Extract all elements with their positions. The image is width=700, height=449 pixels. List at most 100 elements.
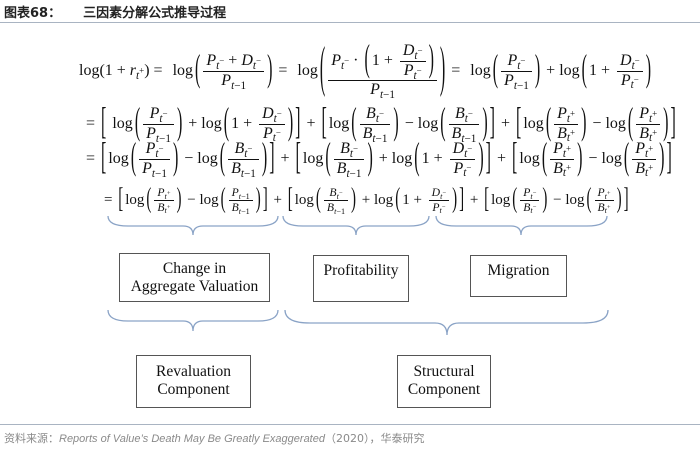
fraction-bar [359, 123, 391, 125]
bracket-body: Pt+Bt+ [593, 186, 616, 216]
numerator: Bt− [326, 186, 345, 200]
header-rule [0, 22, 700, 23]
math-text: Pt− [403, 61, 422, 82]
math-text: + [493, 150, 511, 167]
right-paren: ) [478, 137, 484, 178]
math-text: + [466, 191, 483, 208]
fraction: Dt−Pt− [399, 42, 426, 82]
fraction: Dt−Pt− [259, 105, 285, 144]
fraction: Bt−Bt−1 [323, 186, 349, 215]
right-bracket: ] [670, 102, 676, 143]
brace-profitability [282, 215, 430, 236]
fraction: Pt− + Dt−Pt−1 [203, 52, 265, 91]
math-text: Pt−1 [142, 159, 167, 180]
math-text: Bt−1 [231, 200, 250, 216]
left-paren: ( [364, 39, 370, 81]
structural-component-box: Structural Component [397, 355, 491, 408]
brace-revaluation [107, 309, 279, 332]
box-label: Change in [162, 260, 227, 277]
bracket-body: Bt−Bt−1 [322, 186, 350, 215]
denominator: Pt− [451, 160, 475, 180]
brace-structural [284, 309, 609, 336]
bracket-group: (1 + Dt−Pt−) [581, 51, 652, 91]
math-text: log [293, 62, 318, 79]
right-paren: ) [287, 102, 294, 143]
bracket-group: [log(Pt−Bt−) − log(Pt+Bt+)] [483, 185, 630, 216]
math-text: Bt− [523, 200, 537, 216]
numerator: Dt− [617, 52, 643, 72]
math-text: Pt− [507, 52, 526, 73]
numerator: Dt− [429, 186, 449, 200]
math-text: Pt− · [331, 52, 363, 72]
bracket-body: Bt−Bt−1 [226, 140, 261, 180]
denominator: Bt−1 [229, 200, 253, 216]
bracket-body: log(Pt−Bt−) − log(Pt+Bt+) [490, 185, 623, 216]
math-text: − log [584, 150, 622, 167]
box-label: Migration [487, 262, 550, 279]
math-text: Pt−1 [370, 81, 395, 102]
math-text: Pt+ [553, 140, 572, 161]
source-label: 资料来源： [4, 432, 59, 445]
fraction-bar [617, 70, 643, 72]
math-text: Bt+ [157, 200, 171, 216]
math-text: Bt+ [557, 124, 576, 145]
equation-line-1: log(1 + rt+) = log(Pt− + Dt−Pt−1) = log(… [78, 36, 652, 106]
right-bracket: ] [295, 102, 301, 143]
numerator: Pt+ [632, 140, 656, 161]
fraction: Pt−Pt−1 [139, 140, 170, 180]
math-text: − log [549, 191, 585, 208]
right-paren: ) [367, 137, 373, 178]
fraction: Pt−Pt−1 [501, 52, 532, 91]
bracket-group: (Pt+Bt+) [545, 104, 588, 145]
math-text: Bt− [366, 105, 384, 126]
right-bracket: ] [666, 137, 672, 178]
box-label: Component [407, 381, 481, 398]
math-text: Pt+ [635, 140, 654, 161]
math-text: 1 + [371, 52, 397, 70]
right-paren: ) [428, 39, 434, 81]
math-text: Dt− [402, 42, 423, 63]
numerator: Pt−1 [229, 186, 253, 200]
math-text: Bt−1 [231, 159, 256, 180]
left-bracket: [ [295, 137, 301, 178]
box-label: Profitability [323, 262, 399, 279]
fraction: Pt+Bt+ [550, 140, 575, 179]
left-paren: ( [315, 183, 321, 215]
footer-rule [0, 424, 700, 425]
fraction: Pt+Bt+ [554, 105, 579, 145]
fraction-bar [632, 158, 657, 160]
left-paren: ( [134, 102, 141, 143]
fraction: Dt−Pt− [428, 186, 450, 215]
right-bracket: ] [459, 183, 465, 215]
source-rest: （2020），华泰研究 [324, 432, 425, 445]
right-paren: ) [172, 137, 179, 178]
bracket-body: log(Bt−Bt−1) + log(1 + Dt−Pt−) [294, 183, 458, 215]
math-text: Pt−1 [146, 124, 171, 145]
left-paren: ( [219, 137, 226, 178]
figure-label: 图表68： [4, 6, 62, 21]
bracket-group: (Pt−Pt−1) [130, 137, 179, 180]
right-paren: ) [261, 137, 268, 178]
left-paren: ( [414, 137, 420, 178]
fraction: Pt+Bt+ [594, 186, 614, 216]
math-text: 1 + [402, 191, 426, 208]
denominator: Pt− [401, 61, 425, 82]
revaluation-component-box: Revaluation Component [136, 355, 251, 408]
math-text: Bt+ [635, 159, 654, 180]
bracket-group: (Bt−Bt−1) [350, 104, 399, 144]
denominator: Bt+ [636, 124, 660, 145]
fraction-bar [636, 123, 661, 125]
math-text: = [274, 62, 292, 79]
fraction: Bt−Bt−1 [448, 105, 480, 145]
bracket-group: (Pt+Bt+) [623, 139, 666, 180]
bracket-body: Pt+Bt+ [152, 186, 175, 216]
math-text: + log [374, 150, 413, 167]
bracket-body: Bt−Bt−1 [332, 140, 367, 179]
math-text: Bt+ [639, 124, 658, 145]
left-bracket: [ [287, 183, 293, 215]
math-text: Bt−1 [451, 124, 477, 145]
box-label: Revaluation [156, 363, 231, 380]
math-text: log [108, 150, 129, 167]
math-text: Bt+ [597, 200, 611, 216]
